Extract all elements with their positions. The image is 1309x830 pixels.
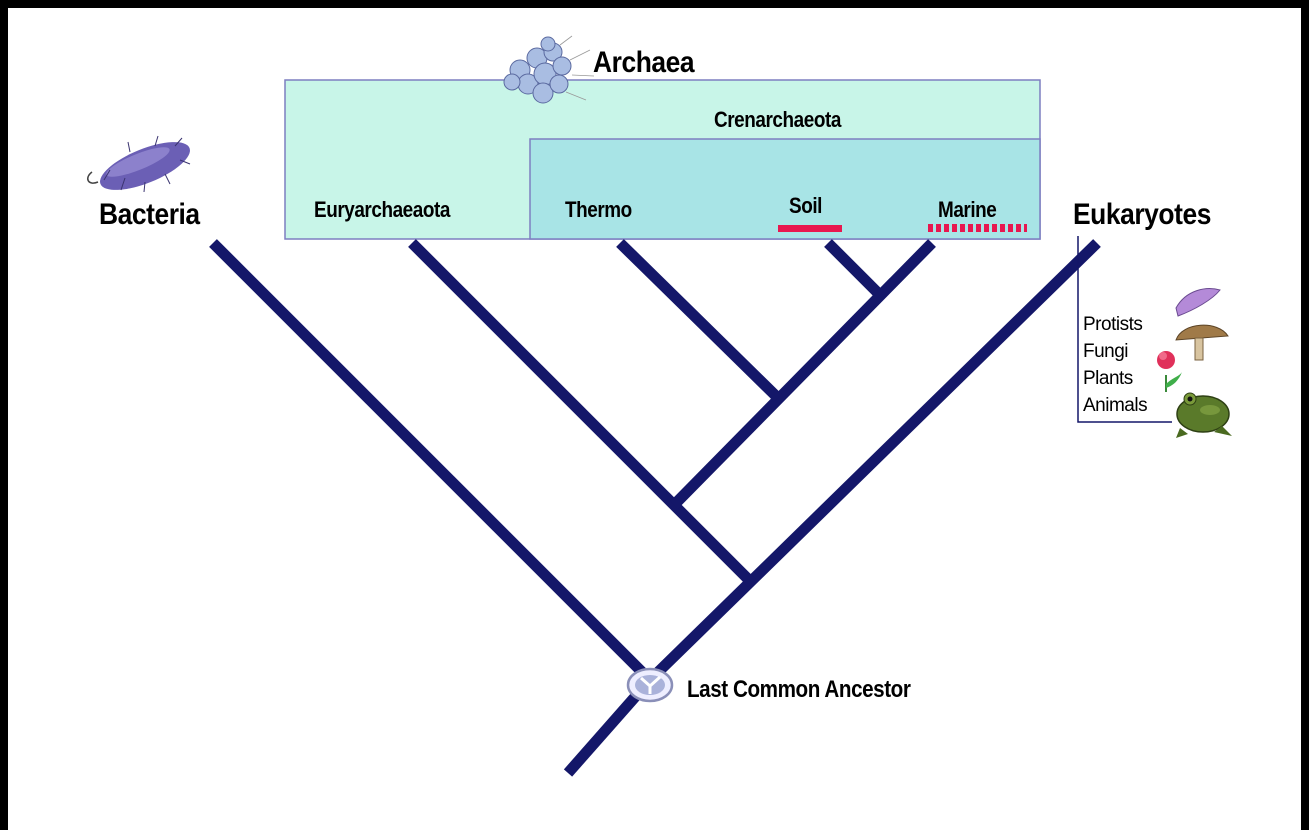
- crenarchaeota-box: [529, 138, 1041, 240]
- eukaryote-kingdom-plants: Plants: [1083, 368, 1133, 389]
- soil-label: Soil: [789, 193, 822, 218]
- thermo-label: Thermo: [565, 197, 632, 222]
- ancestor-cell-icon: [626, 667, 674, 703]
- branch-eukaryotes: [646, 239, 1101, 684]
- eukaryote-kingdom-animals: Animals: [1083, 395, 1148, 416]
- eukaryote-kingdom-protists: Protists: [1083, 314, 1143, 335]
- marine-label: Marine: [938, 197, 997, 222]
- branch-soil: [824, 239, 884, 299]
- branch-crenarchaeota: [670, 239, 936, 509]
- branch-bacteria: [209, 239, 654, 684]
- protist-icon: [1175, 288, 1221, 317]
- eukaryote-bracket: [1077, 236, 1172, 423]
- archaea-label: Archaea: [593, 46, 695, 79]
- mushroom-icon: [1175, 324, 1229, 361]
- eukaryotes-label: Eukaryotes: [1073, 198, 1211, 231]
- last-common-ancestor-label: Last Common Ancestor: [687, 676, 911, 703]
- bacterium-icon: [87, 135, 191, 193]
- branch-euryarchaeota: [408, 239, 756, 587]
- flower-icon: [1157, 351, 1182, 392]
- crenarchaeota-label: Crenarchaeota: [714, 107, 841, 132]
- soil-marker: [778, 225, 842, 232]
- bacteria-label: Bacteria: [99, 198, 200, 231]
- archaea-cluster-icon: [503, 35, 595, 104]
- eukaryote-kingdom-fungi: Fungi: [1083, 341, 1129, 362]
- branch-thermo: [616, 239, 782, 402]
- frog-icon: [1176, 392, 1232, 438]
- euryarchaeota-label: Euryarchaeaota: [314, 197, 450, 222]
